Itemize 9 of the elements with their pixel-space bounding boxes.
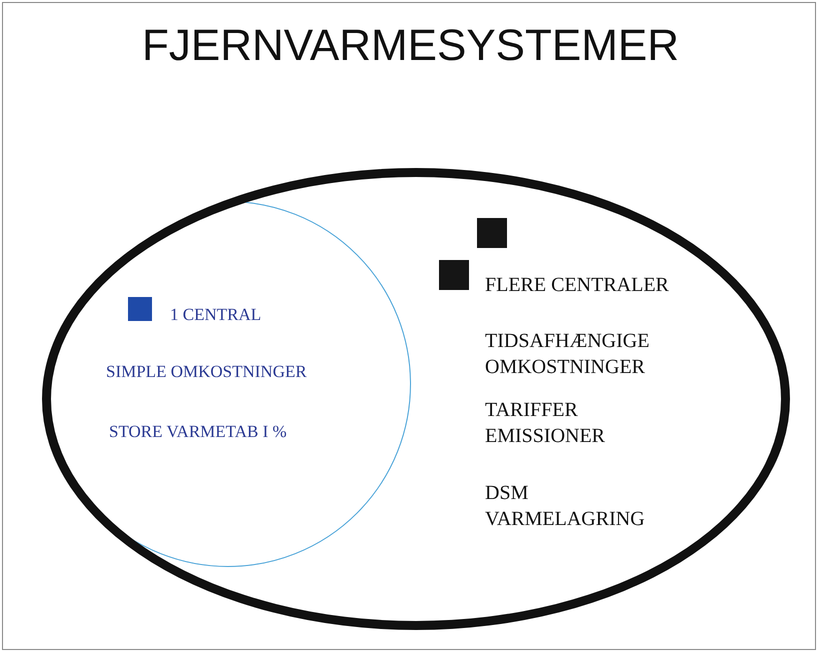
category-label: FLERE CENTRALER: [485, 273, 669, 298]
category-label: STORE VARMETAB I %: [109, 421, 287, 443]
diagram-title: FJERNVARMESYSTEMER: [140, 20, 680, 72]
category-label: 1 CENTRAL: [170, 304, 262, 326]
category-label: TIDSAFHÆNGIGE OMKOSTNINGER: [485, 329, 650, 380]
category-label: SIMPLE OMKOSTNINGER: [106, 361, 307, 383]
category-label: TARIFFER EMISSIONER: [485, 398, 606, 449]
category-label: DSM VARMELAGRING: [485, 481, 646, 532]
set-ellipse: [42, 168, 790, 630]
